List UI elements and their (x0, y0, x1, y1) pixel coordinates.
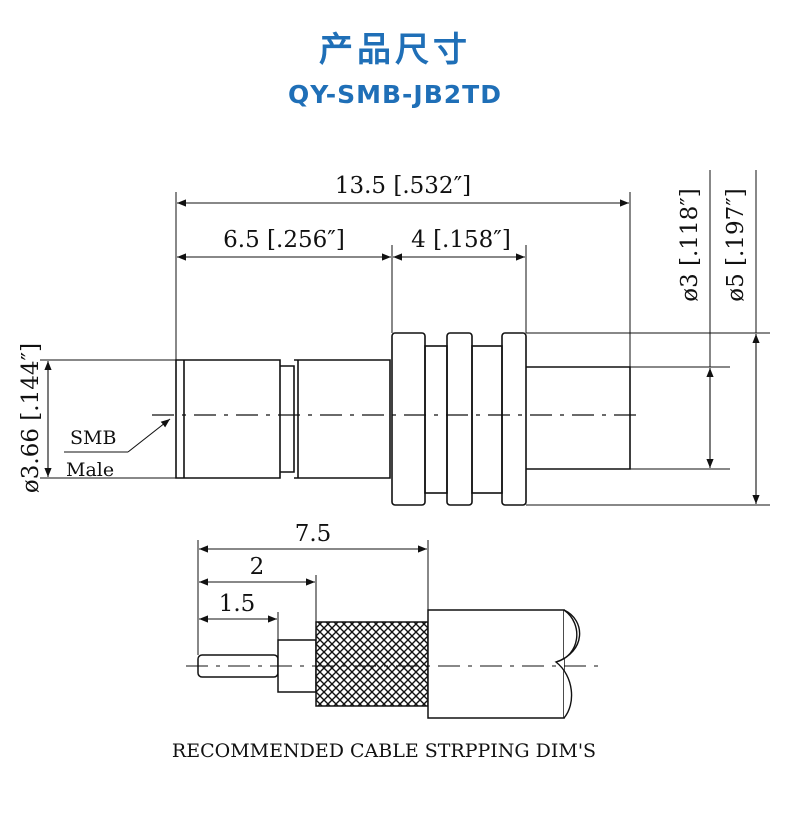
cable-extension-lines (197, 540, 429, 655)
dim-nut-length: 4 [.158″] (411, 227, 511, 253)
dimension-lines (44, 199, 760, 504)
extension-lines (40, 170, 770, 506)
dim-body-diameter: ø3.66 [.144″] (18, 343, 44, 493)
dim-body-length: 6.5 [.256″] (223, 227, 345, 253)
dim-strip-dielectric: 2 (250, 554, 265, 580)
page-title: 产品尺寸 (319, 30, 471, 70)
dim-nut-diameter: ø5 [.197″] (723, 188, 749, 302)
dim-tail-diameter: ø3 [.118″] (677, 188, 703, 302)
connector-outline (175, 332, 631, 506)
dim-total-length: 13.5 [.532″] (335, 173, 471, 199)
cable-cut-end (554, 609, 581, 719)
callout-male: Male (66, 459, 114, 481)
dim-strip-pin: 1.5 (219, 591, 256, 617)
cable-caption: RECOMMENDED CABLE STRPPING DIM'S (172, 740, 596, 762)
smb-male-callout (64, 418, 171, 453)
cable-dimension-lines (199, 545, 427, 623)
model-number: QY-SMB-JB2TD (288, 80, 502, 109)
cable-outline (197, 609, 565, 719)
dim-strip-total: 7.5 (295, 521, 332, 547)
callout-smb: SMB (70, 427, 116, 449)
